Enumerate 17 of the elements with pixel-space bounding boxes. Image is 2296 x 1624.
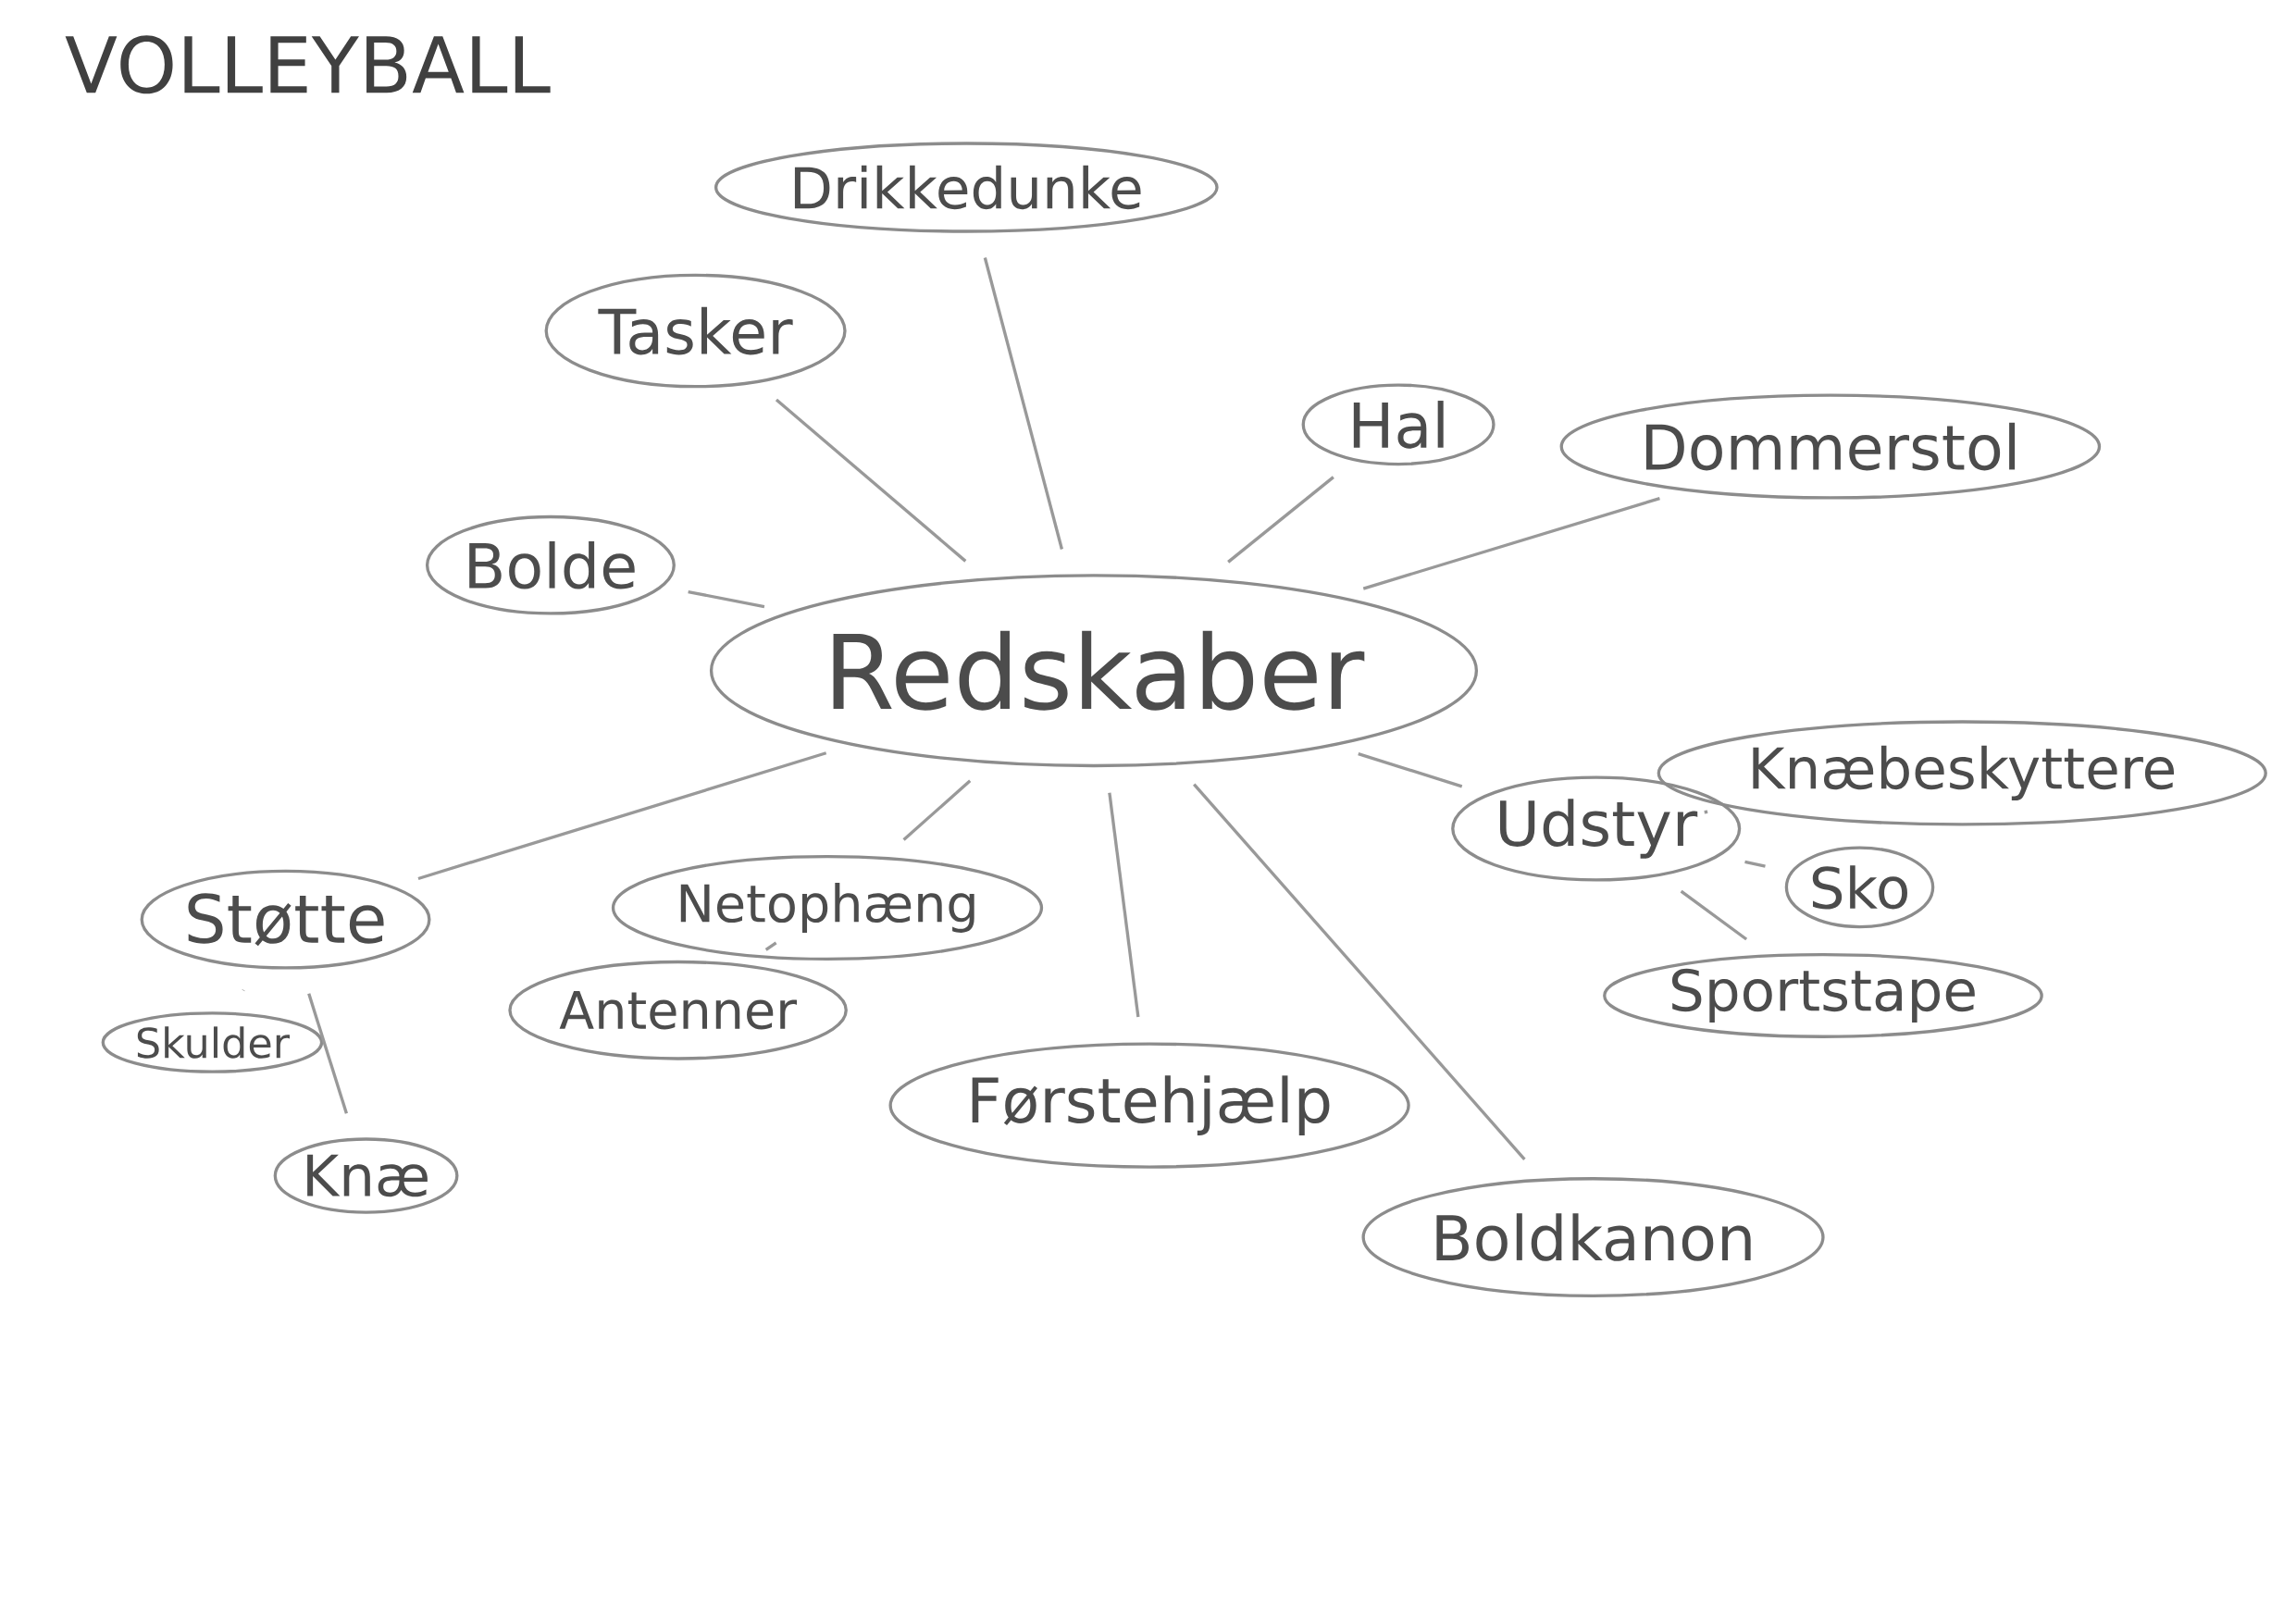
connector-line [242,989,245,992]
connector-line [417,751,827,881]
connector-line [1744,860,1766,868]
connector-line [1362,497,1660,590]
connector-line [775,398,967,563]
connector-line [688,590,765,609]
connector-line [1193,783,1526,1161]
connector-line [1108,792,1140,1018]
connector-line [307,993,348,1114]
connector-line [983,257,1063,551]
connector-line [1227,476,1334,564]
connector-line [1680,889,1748,941]
title: VOLLEYBALL [65,35,551,94]
connector-line [1358,752,1463,788]
connector-line [902,779,972,841]
connector-line [1704,810,1708,814]
connector-line [764,941,777,951]
